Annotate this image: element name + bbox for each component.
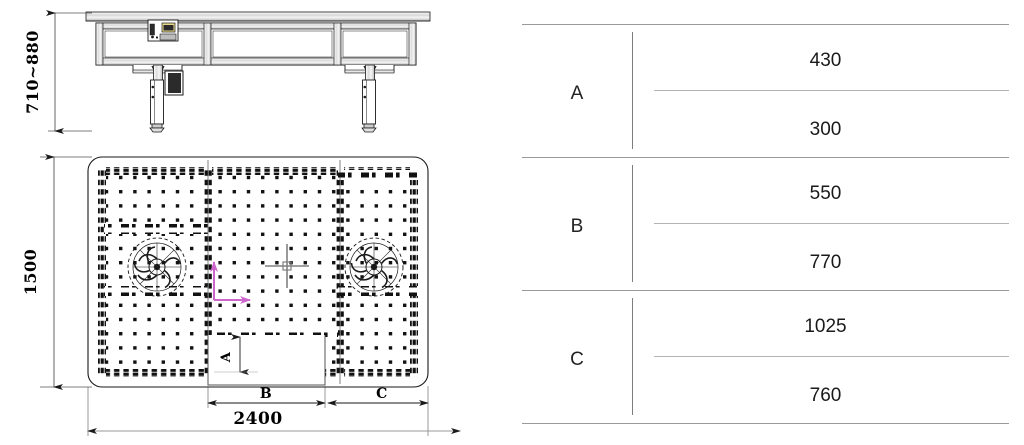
row-c-value-2: 760 [809, 385, 842, 406]
row-a-top-rule [522, 24, 1009, 25]
row-a-inner-rule [654, 90, 1009, 91]
right-fan-unit [344, 237, 404, 297]
row-b-vertical-divider [632, 165, 633, 282]
row-c-label: C [570, 349, 584, 370]
row-b-inner-rule [654, 223, 1009, 224]
row-c-value-1: 1025 [804, 316, 847, 337]
row-a-vertical-divider [632, 32, 633, 149]
segment-c-label: C [376, 386, 388, 402]
cad-drawing-panel: 710~880 [21, 10, 461, 436]
depth-dimension: 1500 [21, 154, 92, 390]
spec-table-body: A 430 300 B 550 770 C 1025 76 [522, 24, 1009, 424]
row-c-top-rule [522, 290, 1009, 291]
overall-width-label: 2400 [233, 409, 282, 429]
spec-row-b: B 550 770 [522, 157, 1009, 290]
segment-b-dimension: B [207, 386, 326, 408]
drawing-canvas: 710~880 [21, 10, 461, 436]
left-fan-unit [127, 237, 187, 297]
row-c-inner-rule [654, 356, 1009, 357]
dimension-spec-table: A 430 300 B 550 770 C 1025 76 [512, 0, 1024, 445]
row-b-value-1: 550 [809, 183, 842, 204]
row-b-value-2: 770 [809, 252, 842, 273]
spec-row-c: C 1025 760 [522, 290, 1009, 423]
center-crosshair-mark [265, 244, 309, 288]
row-a-label: A [570, 83, 584, 104]
height-dimension: 710~880 [23, 10, 92, 134]
coordinate-axis-marker [210, 261, 251, 304]
control-box-unit [147, 19, 179, 42]
row-b-label: B [570, 216, 584, 237]
row-b-top-rule [522, 157, 1009, 158]
row-a-value-1: 430 [809, 50, 842, 71]
tabletop-slab [85, 11, 431, 22]
segment-c-dimension: C [327, 386, 429, 408]
row-a-value-2: 300 [809, 119, 842, 140]
left-leg-assembly [132, 64, 184, 133]
plan-view: A 1500 B [21, 154, 461, 436]
segment-b-label: B [260, 386, 272, 402]
front-elevation-view: 710~880 [23, 10, 431, 134]
height-dimension-label: 710~880 [23, 30, 42, 114]
detail-a-dimension: A [214, 334, 258, 375]
spec-table-bottom-rule [522, 423, 1009, 424]
underframe [95, 22, 417, 66]
spec-row-a: A 430 300 [522, 24, 1009, 157]
right-leg-assembly [344, 64, 395, 133]
row-c-vertical-divider [632, 298, 633, 415]
overall-width-dimension: 2400 [87, 387, 461, 436]
detail-a-label: A [219, 351, 234, 363]
depth-dimension-label: 1500 [21, 249, 40, 296]
